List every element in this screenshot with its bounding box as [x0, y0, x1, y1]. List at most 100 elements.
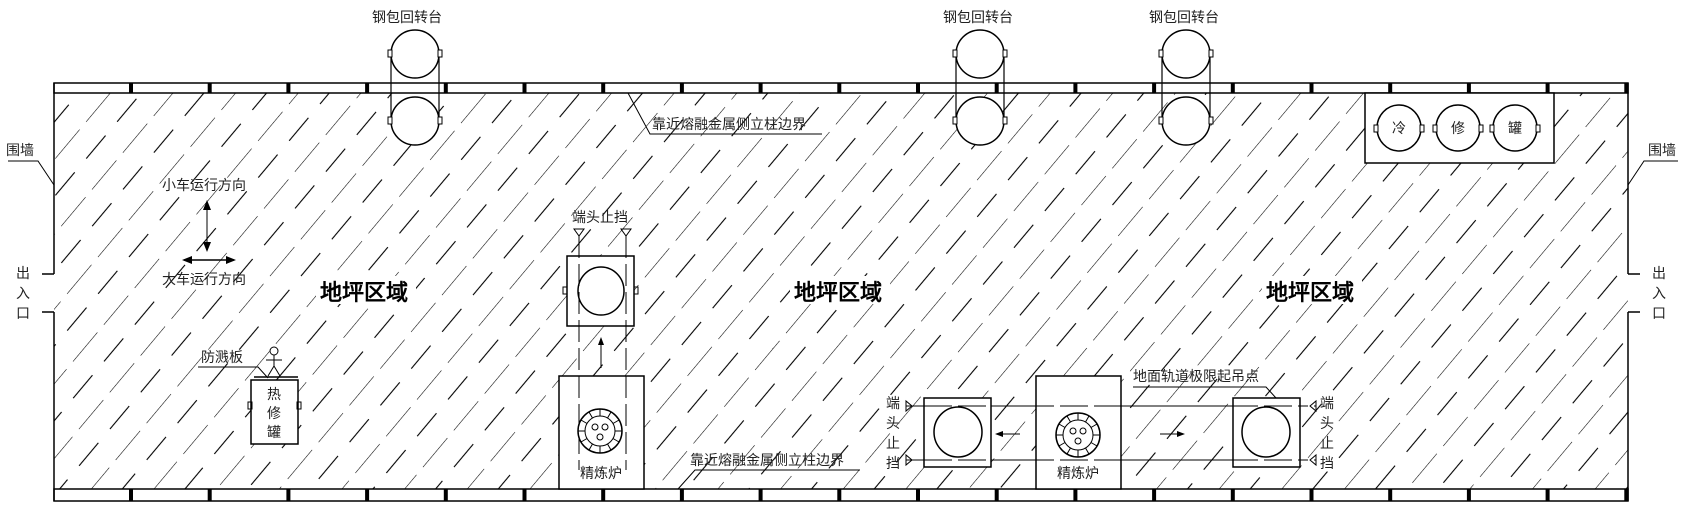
column-marker [129, 489, 133, 501]
svg-text:端: 端 [1320, 396, 1334, 412]
svg-text:头: 头 [886, 416, 900, 432]
column-marker [758, 83, 763, 93]
move-up-arrow-icon [598, 337, 604, 368]
column-marker [837, 83, 842, 93]
column-marker [443, 83, 448, 93]
column-marker [207, 83, 212, 93]
rail-center [578, 236, 627, 470]
svg-text:出: 出 [16, 266, 30, 282]
column-marker [207, 489, 212, 501]
end-stop-label-right: 端 头 止 挡 [1320, 396, 1334, 472]
crane-direction-arrow-icon [182, 256, 236, 264]
wall-leader-left [8, 160, 55, 186]
column-marker [1624, 489, 1629, 501]
trolley-direction-label: 小车运行方向 [162, 177, 246, 194]
column-marker [365, 83, 370, 93]
end-stop-label-left: 端 头 止 挡 [886, 396, 900, 472]
entrance-label-left: 出 入 口 [16, 266, 30, 322]
column-marker [286, 489, 291, 501]
svg-text:修: 修 [267, 406, 281, 422]
column-marker [679, 489, 684, 501]
floor-area-label-3: 地坪区域 [1266, 280, 1354, 306]
svg-text:冷: 冷 [1392, 121, 1406, 137]
splash-guard-leader [198, 366, 269, 379]
svg-text:止: 止 [886, 436, 900, 452]
ladle-car-left [923, 397, 992, 468]
furnace-icon-2 [1055, 412, 1101, 458]
svg-text:挡: 挡 [1320, 456, 1334, 472]
column-marker [916, 489, 920, 501]
column-marker [916, 83, 920, 93]
column-marker [129, 83, 133, 93]
ladle-car-right [1232, 397, 1301, 468]
column-marker [601, 489, 606, 501]
column-marker [1545, 83, 1550, 93]
column-marker [1466, 489, 1471, 501]
cold-repair-tank: 罐 [1489, 104, 1541, 152]
crane-direction-label: 大车运行方向 [162, 271, 246, 288]
column-marker [758, 489, 763, 501]
ladle-turret-label-1: 钢包回转台 [372, 10, 442, 26]
splash-guard-label: 防溅板 [201, 350, 243, 366]
column-marker [522, 83, 527, 93]
svg-text:端: 端 [886, 396, 900, 412]
move-right-arrow-icon [1160, 431, 1185, 437]
svg-text:出: 出 [1652, 266, 1666, 282]
column-marker [1388, 489, 1393, 501]
column-boundary-leader-bottom [677, 469, 860, 490]
svg-text:修: 修 [1451, 121, 1465, 137]
wall-label-right: 围墙 [1648, 143, 1676, 159]
svg-text:挡: 挡 [886, 456, 900, 472]
furnace-icon-1 [577, 408, 623, 454]
svg-text:罐: 罐 [1508, 121, 1522, 137]
end-stop-label-center: 端头止挡 [572, 210, 628, 226]
svg-text:口: 口 [1652, 306, 1666, 322]
column-marker [994, 83, 999, 93]
ground-rail-limit-label: 地面轨道极限起吊点 [1133, 369, 1259, 385]
svg-text:热: 热 [267, 387, 281, 403]
column-marker [522, 489, 527, 501]
column-marker [365, 489, 370, 501]
svg-text:头: 头 [1320, 416, 1334, 432]
column-marker [1624, 83, 1629, 93]
column-marker [1466, 83, 1471, 93]
svg-text:止: 止 [1320, 436, 1334, 452]
end-stop-center-icon [573, 228, 632, 237]
column-marker [1073, 489, 1078, 501]
end-stop-right-icon [1309, 399, 1317, 467]
column-boundary-label-top: 靠近熔融金属侧立柱边界 [652, 117, 806, 133]
entrance-marks [42, 273, 1640, 313]
wall-label-left: 围墙 [6, 143, 34, 159]
cold-repair-tank: 修 [1432, 104, 1484, 152]
wall-leader-right [1627, 160, 1678, 186]
column-marker [1230, 83, 1235, 93]
move-left-arrow-icon [995, 431, 1020, 437]
cold-repair-tank: 冷 [1373, 104, 1425, 152]
column-marker [1152, 489, 1157, 501]
column-marker [1545, 489, 1550, 501]
ladle-turret-1 [387, 29, 443, 146]
end-stop-left-icon [905, 399, 913, 467]
floor-area-label-2: 地坪区域 [794, 280, 882, 306]
floor-area-label-1: 地坪区域 [320, 280, 408, 306]
svg-text:入: 入 [16, 286, 30, 302]
svg-text:罐: 罐 [267, 425, 281, 441]
column-marker [443, 489, 448, 501]
entrance-label-right: 出 入 口 [1652, 266, 1666, 322]
column-marker [1309, 83, 1314, 93]
ground-rail-limit-leader [1133, 386, 1277, 399]
ladle-turret-2 [952, 29, 1008, 146]
column-marker [1230, 489, 1235, 501]
column-marker [286, 83, 291, 93]
ladle-turret-label-2: 钢包回转台 [943, 10, 1013, 26]
hot-repair-tank-label: 热 修 罐 [267, 387, 281, 441]
refining-furnace-label-1: 精炼炉 [580, 466, 622, 482]
column-marker [1388, 83, 1393, 93]
ladle-turret-3 [1158, 29, 1214, 146]
column-marker [1309, 489, 1314, 501]
worker-icon [266, 346, 282, 377]
hot-repair-tank [250, 379, 299, 445]
column-marker [601, 83, 606, 93]
refining-furnace-label-2: 精炼炉 [1057, 466, 1099, 482]
